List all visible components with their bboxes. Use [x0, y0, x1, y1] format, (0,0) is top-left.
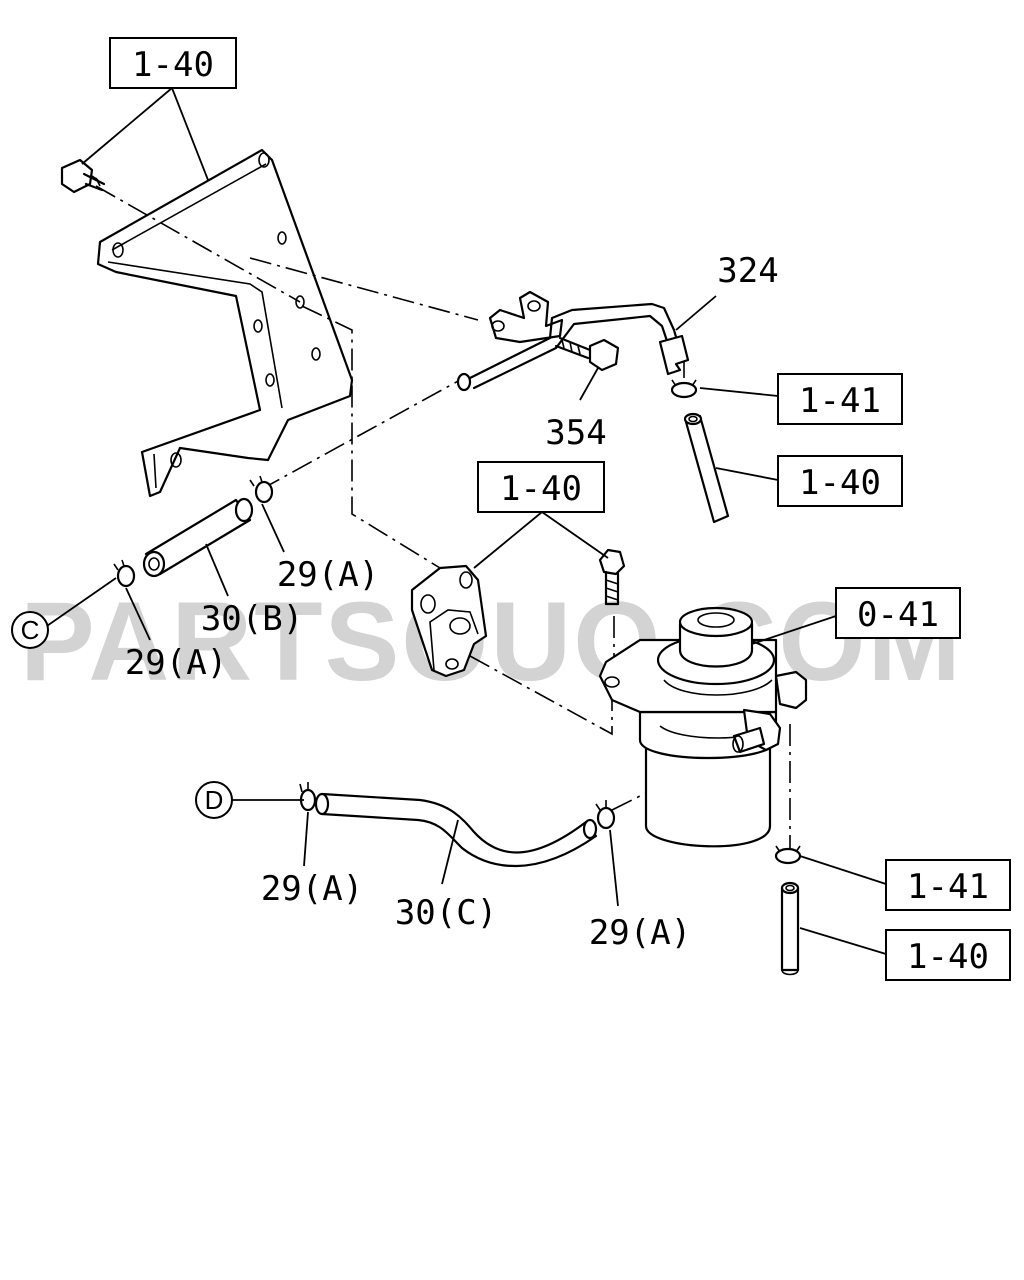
leader-29a-bottom-right: [609, 829, 619, 907]
label-324: 324: [717, 251, 778, 291]
leader-29a-left: [125, 587, 151, 641]
clip-bottom-right: [595, 800, 616, 830]
svg-text:1-41: 1-41: [799, 381, 881, 421]
leader-clip-lower: [799, 855, 887, 885]
align-line-5: [469, 655, 613, 736]
align-line-2: [249, 257, 479, 321]
callout-top-left: 1-40: [109, 37, 237, 89]
leader-30c: [441, 819, 459, 885]
clip-bottom-left: [299, 782, 317, 812]
mounting-bracket: [96, 148, 354, 498]
clip-near-30b: [249, 475, 274, 504]
bolt-354: [554, 336, 620, 372]
connector-d: D: [195, 781, 233, 819]
leader-354: [579, 367, 599, 401]
svg-text:0-41: 0-41: [857, 595, 939, 635]
svg-text:1-41: 1-41: [907, 867, 989, 907]
hose-upper-right: [683, 412, 730, 524]
svg-text:C: C: [21, 615, 40, 645]
svg-text:1-40: 1-40: [907, 937, 989, 977]
label-354: 354: [545, 413, 606, 453]
label-30b: 30(B): [201, 599, 303, 639]
callout-hose-lower: 1-40: [885, 929, 1011, 981]
clip-left: [113, 559, 136, 588]
label-29a-bottom-left: 29(A): [261, 869, 363, 909]
label-30c: 30(C): [395, 893, 497, 933]
fuel-pipe-assembly: [456, 290, 690, 392]
leader-30b: [205, 543, 229, 597]
connector-c: C: [11, 611, 49, 649]
align-line-4: [259, 379, 461, 491]
label-29a-upper: 29(A): [277, 555, 379, 595]
callout-clip-lower: 1-41: [885, 859, 1011, 911]
label-29a-bottom-right: 29(A): [589, 913, 691, 953]
callout-bracket-bolt: 1-40: [477, 461, 605, 513]
fuel-filter: [598, 606, 808, 848]
svg-text:1-40: 1-40: [132, 45, 214, 85]
label-29a-left: 29(A): [125, 643, 227, 683]
clip-upper-right: [670, 379, 698, 399]
leader-29a-upper: [261, 503, 285, 553]
svg-text:1-40: 1-40: [799, 463, 881, 503]
leader-filter: [751, 615, 837, 645]
leader-clip-upper: [699, 387, 779, 397]
align-line-1: [95, 185, 301, 303]
leader-bracket-bolt: [473, 511, 609, 569]
bracket-bolt-top: [60, 158, 106, 194]
leader-hose-lower: [799, 927, 887, 955]
callout-hose-upper: 1-40: [777, 455, 903, 507]
hose-30c: [314, 792, 598, 868]
watermark: PARTSOUQ.COM: [20, 579, 963, 704]
leader-29a-bottom-left: [303, 811, 309, 867]
svg-text:1-40: 1-40: [500, 469, 582, 509]
leader-connector-c: [43, 577, 117, 629]
hose-30b: [142, 497, 254, 578]
callout-clip-upper: 1-41: [777, 373, 903, 425]
leader-324: [675, 295, 717, 331]
svg-text:D: D: [205, 785, 224, 815]
leader-hose-upper: [715, 467, 779, 481]
filter-bracket: [410, 564, 488, 678]
clip-lower-right: [774, 845, 802, 865]
callout-filter: 0-41: [835, 587, 961, 639]
leader-top-left: [81, 87, 209, 181]
hose-lower-right: [780, 881, 800, 976]
